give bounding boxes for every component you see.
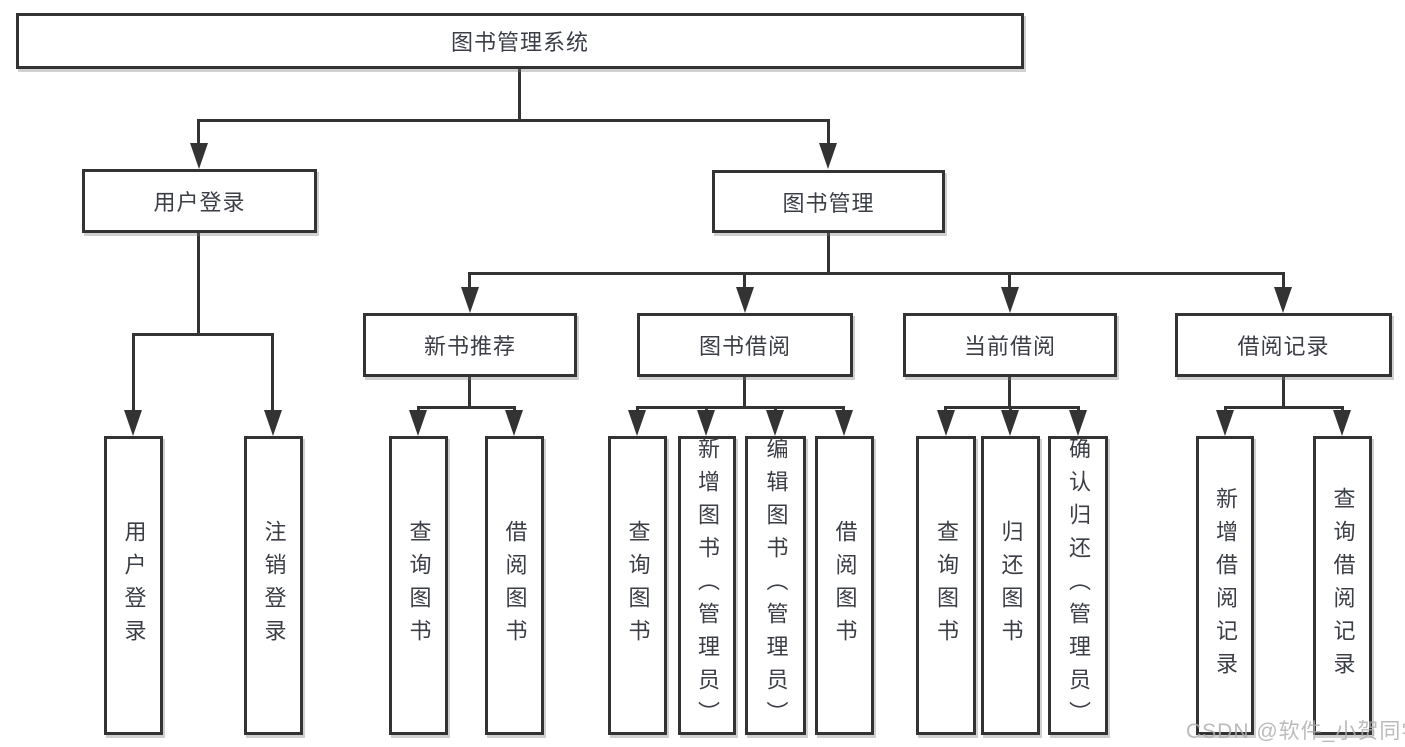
connector-user-login-bus bbox=[132, 333, 274, 336]
leaf-edit-book-admin: 编辑图书（管理员） bbox=[745, 436, 806, 735]
connector-arrow-shaft-leaf-login bbox=[132, 333, 135, 412]
node-book-borrow: 图书借阅 bbox=[637, 313, 853, 377]
leaf-borrow-book-recommend: 借阅图书 bbox=[485, 436, 544, 735]
leaf-borrow-book-label: 借阅图书 bbox=[832, 519, 858, 652]
node-root-label: 图书管理系统 bbox=[450, 30, 589, 55]
leaf-user-login-label: 用户登录 bbox=[121, 519, 147, 652]
leaf-confirm-return-admin: 确认归还（管理员） bbox=[1048, 436, 1108, 735]
arrowhead-borrow-record bbox=[1274, 287, 1292, 313]
leaf-edit-book-admin-label: 编辑图书（管理员） bbox=[763, 437, 789, 734]
node-user-login: 用户登录 bbox=[82, 169, 317, 233]
connector-level2-bus bbox=[197, 119, 830, 122]
leaf-add-borrow-record-label: 新增借阅记录 bbox=[1213, 486, 1238, 685]
connector-arrow-shaft-new-book bbox=[468, 272, 471, 289]
leaf-query-book-borrow-label: 查询图书 bbox=[625, 519, 651, 652]
leaf-add-book-admin-label: 新增图书（管理员） bbox=[695, 437, 720, 734]
arrowhead-book-management bbox=[819, 143, 837, 169]
leaf-logout: 注销登录 bbox=[244, 436, 303, 735]
arrowhead-leaf-logout bbox=[264, 410, 282, 436]
connector-book-management-stem bbox=[827, 233, 830, 272]
connector-arrow-shaft-leaf-logout bbox=[271, 333, 274, 412]
leaf-query-book-recommend-label: 查询图书 bbox=[406, 519, 432, 652]
leaf-return-book: 归还图书 bbox=[981, 436, 1040, 735]
node-new-book-recommend-label: 新书推荐 bbox=[423, 334, 516, 359]
arrowhead-nb-query bbox=[409, 410, 427, 436]
node-root: 图书管理系统 bbox=[16, 13, 1024, 69]
node-current-borrow: 当前借阅 bbox=[903, 313, 1117, 377]
leaf-return-book-label: 归还图书 bbox=[998, 519, 1024, 652]
leaf-borrow-book: 借阅图书 bbox=[815, 436, 874, 735]
arrowhead-new-book bbox=[461, 287, 479, 313]
arrowhead-leaf-login bbox=[124, 410, 142, 436]
connector-arrow-shaft-book-borrow bbox=[743, 272, 746, 289]
node-book-borrow-label: 图书借阅 bbox=[698, 334, 791, 359]
connector-arrow-shaft-current-borrow bbox=[1008, 272, 1011, 289]
arrowhead-user-login bbox=[190, 143, 208, 169]
leaf-query-book-current: 查询图书 bbox=[916, 436, 976, 735]
leaf-borrow-book-recommend-label: 借阅图书 bbox=[502, 519, 528, 652]
node-new-book-recommend: 新书推荐 bbox=[363, 313, 577, 377]
connector-borrow-record-stem bbox=[1282, 377, 1285, 406]
arrowhead-bb-borrow bbox=[835, 410, 853, 436]
node-user-login-label: 用户登录 bbox=[153, 190, 246, 215]
connector-level3-bus bbox=[468, 272, 1285, 275]
arrowhead-bb-query bbox=[628, 410, 646, 436]
watermark: CSDN @软件_小贺同学 bbox=[1186, 720, 1405, 743]
leaf-add-book-admin: 新增图书（管理员） bbox=[678, 436, 736, 735]
arrowhead-bb-add bbox=[697, 410, 715, 436]
node-current-borrow-label: 当前借阅 bbox=[963, 334, 1056, 359]
leaf-query-book-borrow: 查询图书 bbox=[608, 436, 667, 735]
leaf-query-borrow-record-label: 查询借阅记录 bbox=[1330, 486, 1356, 685]
leaf-logout-label: 注销登录 bbox=[261, 519, 287, 652]
arrowhead-br-query bbox=[1333, 410, 1351, 436]
leaf-query-book-recommend: 查询图书 bbox=[389, 436, 448, 735]
connector-arrow-shaft-book-management bbox=[827, 119, 830, 145]
connector-arrow-shaft-user-login bbox=[197, 119, 200, 145]
leaf-query-book-current-label: 查询图书 bbox=[934, 519, 959, 652]
connector-new-book-bus bbox=[417, 406, 516, 409]
node-borrow-record-label: 借阅记录 bbox=[1237, 334, 1330, 359]
arrowhead-book-borrow bbox=[736, 287, 754, 313]
connector-book-borrow-bus bbox=[636, 406, 845, 409]
connector-arrow-shaft-borrow-record bbox=[1282, 272, 1285, 289]
leaf-query-borrow-record: 查询借阅记录 bbox=[1313, 436, 1372, 735]
node-borrow-record: 借阅记录 bbox=[1175, 313, 1392, 377]
node-book-management-label: 图书管理 bbox=[782, 190, 875, 216]
arrowhead-current-borrow bbox=[1001, 287, 1019, 313]
connector-user-login-stem bbox=[197, 233, 200, 333]
connector-borrow-record-bus bbox=[1224, 406, 1343, 409]
connector-root-stem bbox=[518, 68, 521, 119]
arrowhead-bb-edit bbox=[766, 410, 784, 436]
connector-book-borrow-stem bbox=[743, 377, 746, 406]
arrowhead-br-add bbox=[1216, 410, 1234, 436]
node-book-management: 图书管理 bbox=[712, 170, 945, 233]
arrowhead-cb-query bbox=[937, 410, 955, 436]
leaf-user-login: 用户登录 bbox=[104, 436, 163, 735]
arrowhead-nb-borrow bbox=[505, 410, 523, 436]
connector-new-book-stem bbox=[468, 377, 471, 406]
arrowhead-cb-confirm bbox=[1069, 410, 1087, 436]
leaf-add-borrow-record: 新增借阅记录 bbox=[1196, 436, 1254, 735]
leaf-confirm-return-admin-label: 确认归还（管理员） bbox=[1066, 437, 1091, 734]
arrowhead-cb-return bbox=[1001, 410, 1019, 436]
connector-current-borrow-stem bbox=[1008, 377, 1011, 406]
